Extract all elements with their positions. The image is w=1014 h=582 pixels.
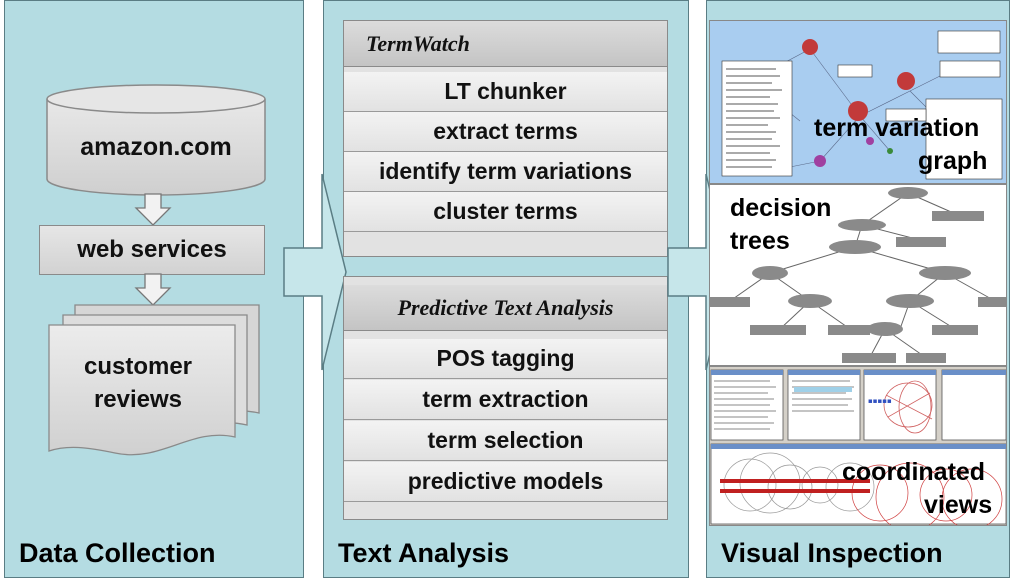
database-label: amazon.com <box>80 133 232 161</box>
data-collection-title: Data Collection <box>19 538 216 568</box>
documents-label-line2: reviews <box>93 386 183 413</box>
termwatch-stack: TermWatch LT chunker extract terms ident… <box>343 20 668 257</box>
data-collection-panel: amazon.com web services customer reviews… <box>4 0 304 578</box>
predictive-step: term selection <box>344 421 667 461</box>
trees-label-line1: decision <box>730 194 832 222</box>
coordinated-views-image: ▪▪▪▪▪ coordinated views <box>709 366 1007 526</box>
termwatch-step: identify term variations <box>344 152 667 192</box>
views-label-line1: coordinated <box>842 458 986 486</box>
predictive-step: predictive models <box>344 462 667 502</box>
decision-tree-icon <box>710 187 1006 363</box>
database-cylinder-icon <box>46 84 266 196</box>
web-services-label: web services <box>77 236 227 263</box>
graph-label-line1: term variation <box>814 114 980 142</box>
term-variation-graph-image: term variation graph <box>709 20 1007 184</box>
down-arrow-icon <box>134 273 172 306</box>
down-arrow-icon <box>134 193 172 226</box>
decision-trees-image: decision trees <box>709 184 1007 366</box>
svg-text:▪▪▪▪▪: ▪▪▪▪▪ <box>868 397 892 405</box>
visual-inspection-title: Visual Inspection <box>721 538 943 568</box>
predictive-stack: Predictive Text Analysis POS tagging ter… <box>343 276 668 520</box>
predictive-header: Predictive Text Analysis <box>344 285 667 331</box>
web-services-box: web services <box>39 225 265 275</box>
termwatch-step: extract terms <box>344 112 667 152</box>
network-graph-icon <box>721 30 1003 180</box>
documents-stack-icon <box>48 304 260 456</box>
termwatch-step: cluster terms <box>344 192 667 232</box>
predictive-step: POS tagging <box>344 339 667 379</box>
predictive-title: Predictive Text Analysis <box>397 294 614 320</box>
graph-label-line2: graph <box>918 147 988 175</box>
termwatch-title: TermWatch <box>366 30 470 56</box>
flow-arrow-icon <box>283 173 347 371</box>
termwatch-header: TermWatch <box>344 21 667 67</box>
trees-label-line2: trees <box>730 227 790 255</box>
views-label-line2: views <box>924 491 993 519</box>
documents-label-line1: customer <box>83 353 193 380</box>
coordinated-views-icon: ▪▪▪▪▪ <box>710 369 1006 525</box>
termwatch-step: LT chunker <box>344 72 667 112</box>
predictive-step: term extraction <box>344 380 667 420</box>
text-analysis-title: Text Analysis <box>338 538 510 568</box>
